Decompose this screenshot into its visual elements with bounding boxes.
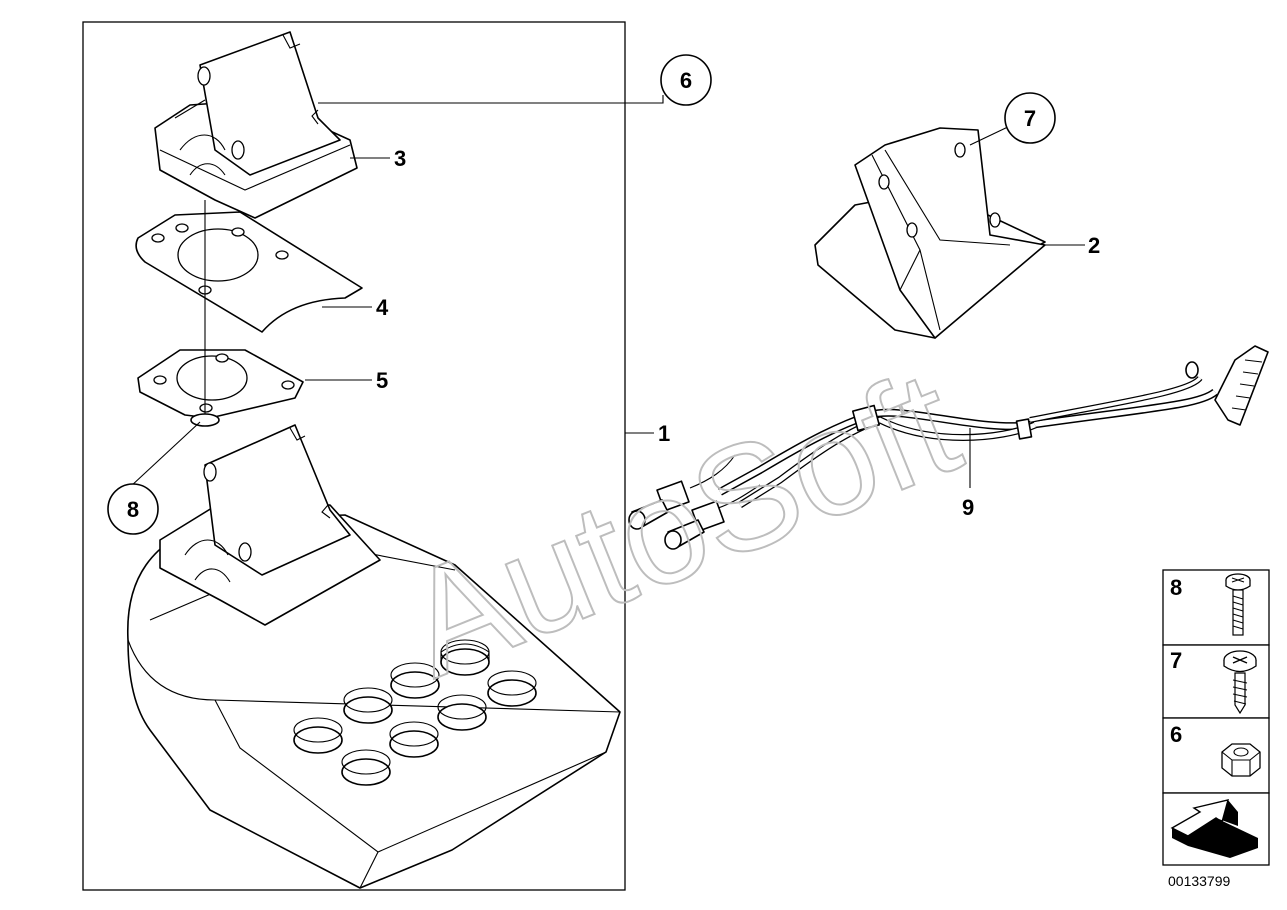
label-part-1: 1	[658, 421, 670, 446]
part-4-gasket	[135, 211, 363, 333]
label-part-4: 4	[376, 295, 389, 320]
callout-7: 7	[1004, 92, 1056, 144]
part-2-bracket	[814, 127, 1046, 339]
label-part-5: 5	[376, 368, 388, 393]
callout-6: 6	[660, 54, 712, 106]
legend-number-7: 7	[1170, 648, 1182, 673]
assembly-frame	[82, 21, 626, 891]
callout-8: 8	[107, 483, 159, 535]
pan-head-screw-icon	[1225, 573, 1251, 636]
cross-head-self-tapping-screw-icon	[1223, 650, 1257, 715]
legend-cell-8	[1162, 569, 1270, 646]
hex-nut-icon	[1221, 743, 1261, 777]
buttons-group	[293, 639, 537, 786]
part-5-gasket	[137, 349, 304, 419]
leader-lines	[129, 95, 1085, 488]
legend-number-6: 6	[1170, 722, 1182, 747]
callout-8-label: 8	[127, 497, 139, 522]
label-part-3: 3	[394, 146, 406, 171]
fastener-legend: 8 7 6	[1162, 569, 1270, 866]
part-9-harness	[628, 345, 1269, 550]
part-1-housing	[126, 424, 621, 889]
part-8-nut	[190, 413, 220, 427]
callout-6-label: 6	[680, 68, 692, 93]
callout-7-label: 7	[1024, 106, 1036, 131]
label-part-9: 9	[962, 495, 974, 520]
legend-number-8: 8	[1170, 575, 1182, 600]
label-part-2: 2	[1088, 233, 1100, 258]
part-3-bracket	[154, 31, 358, 219]
watermark: AutoSoft	[383, 337, 979, 708]
direction-arrow-icon	[1170, 799, 1258, 858]
diagram-id: 00133799	[1168, 873, 1231, 889]
